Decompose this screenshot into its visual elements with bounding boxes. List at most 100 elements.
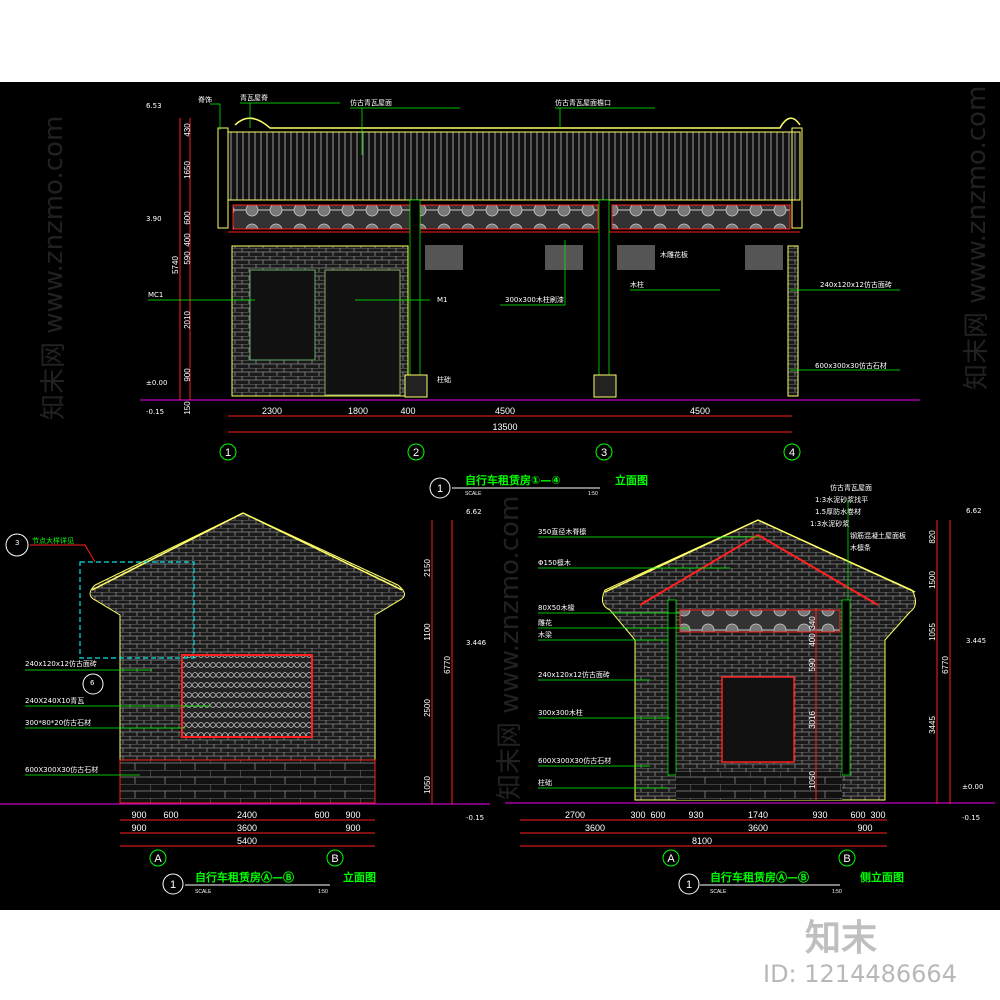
frieze-2 (419, 204, 599, 230)
svg-text:6.62: 6.62 (966, 507, 982, 515)
svg-text:-0.15: -0.15 (146, 408, 164, 416)
svg-text:6: 6 (90, 679, 95, 687)
svg-text:600X300X30仿古石材: 600X300X30仿古石材 (25, 765, 98, 774)
svg-text:1050: 1050 (808, 771, 817, 789)
svg-text:1: 1 (170, 879, 176, 891)
svg-text:2300: 2300 (262, 406, 282, 416)
column-b (841, 599, 851, 776)
svg-text:自行车租赁房①—④: 自行车租赁房①—④ (465, 473, 561, 487)
svg-text:430: 430 (183, 123, 192, 137)
lattice-window (181, 654, 313, 738)
axis-2: 2 (413, 447, 419, 459)
svg-text:6770: 6770 (941, 656, 950, 674)
svg-text:3600: 3600 (748, 823, 768, 833)
svg-text:木柱: 木柱 (630, 280, 644, 289)
svg-text:600X300X30仿古石材: 600X300X30仿古石材 (538, 756, 611, 765)
svg-text:钢筋混凝土屋面板: 钢筋混凝土屋面板 (850, 531, 906, 540)
frieze-3 (611, 204, 791, 230)
svg-text:侧立面图: 侧立面图 (860, 870, 904, 884)
svg-text:240X240X10青瓦: 240X240X10青瓦 (25, 696, 84, 705)
svg-text:400: 400 (183, 233, 192, 247)
svg-text:300x300木柱刷漆: 300x300木柱刷漆 (505, 295, 564, 304)
column-3 (598, 199, 610, 381)
svg-text:5400: 5400 (237, 836, 257, 846)
column-base-3 (593, 374, 617, 398)
svg-text:930: 930 (812, 810, 827, 820)
roof-tiles (227, 131, 801, 201)
watermark-logo: 知末 (805, 918, 877, 959)
svg-text:300*80*20仿古石材: 300*80*20仿古石材 (25, 718, 91, 727)
door-m1 (324, 269, 401, 396)
svg-text:240x120x12仿古面砖: 240x120x12仿古面砖 (820, 280, 892, 289)
svg-text:590: 590 (183, 251, 192, 265)
svg-text:2400: 2400 (237, 810, 257, 820)
roof-ridge (234, 117, 801, 129)
front-title: 1 自行车租赁房①—④ 立面图 SCALE 1:50 (429, 473, 648, 499)
bracket (425, 245, 463, 270)
svg-text:±0.00: ±0.00 (146, 379, 167, 387)
svg-text:900: 900 (345, 810, 360, 820)
svg-text:2700: 2700 (565, 810, 585, 820)
side-elevation-right: 仿古青瓦屋面 1:3水泥砂浆找平 1.5厚防水卷材 1:3水泥砂浆 钢筋混凝土屋… (505, 483, 995, 895)
svg-text:立面图: 立面图 (343, 870, 376, 884)
svg-text:6770: 6770 (443, 656, 452, 674)
svg-text:900: 900 (131, 823, 146, 833)
svg-text:900: 900 (131, 810, 146, 820)
front-horizontal-dims: 2300 1800 400 4500 4500 13500 (262, 406, 710, 432)
svg-text:3.90: 3.90 (146, 215, 162, 223)
bracket (745, 245, 783, 270)
svg-text:柱础: 柱础 (538, 778, 552, 787)
svg-text:400: 400 (808, 633, 817, 647)
column-a (667, 599, 677, 776)
svg-text:脊饰: 脊饰 (198, 95, 212, 104)
svg-text:节点大样详见: 节点大样详见 (32, 536, 74, 545)
svg-text:SCALE: SCALE (465, 491, 482, 497)
axis-3: 3 (601, 447, 607, 459)
svg-text:1:50: 1:50 (318, 889, 328, 895)
window (721, 676, 795, 763)
detail-callout-box (79, 561, 195, 659)
svg-text:1: 1 (437, 483, 443, 495)
svg-text:仿古青瓦屋面: 仿古青瓦屋面 (350, 98, 392, 107)
svg-text:350直径木脊檩: 350直径木脊檩 (538, 527, 586, 536)
svg-text:1055: 1055 (928, 623, 937, 641)
frieze (679, 609, 841, 633)
svg-text:SCALE: SCALE (195, 889, 212, 895)
svg-text:2500: 2500 (423, 699, 432, 717)
svg-text:1500: 1500 (928, 571, 937, 589)
svg-text:340: 340 (808, 616, 817, 630)
svg-text:3016: 3016 (808, 711, 817, 729)
svg-text:±0.00: ±0.00 (962, 783, 983, 791)
svg-text:300x300木柱: 300x300木柱 (538, 708, 583, 717)
axis-b: B (331, 853, 338, 865)
svg-text:3600: 3600 (585, 823, 605, 833)
svg-text:300: 300 (630, 810, 645, 820)
detail-ref-3 (5, 533, 29, 557)
svg-text:1.5厚防水卷材: 1.5厚防水卷材 (815, 507, 861, 516)
svg-text:300: 300 (870, 810, 885, 820)
svg-text:SCALE: SCALE (710, 889, 727, 895)
stone-base (119, 759, 376, 804)
svg-text:900: 900 (345, 823, 360, 833)
svg-text:1100: 1100 (423, 623, 432, 641)
bracket (545, 245, 583, 270)
gable-right (791, 127, 803, 229)
svg-text:1650: 1650 (183, 161, 192, 179)
svg-text:930: 930 (688, 810, 703, 820)
svg-text:80X50木椽: 80X50木椽 (538, 603, 575, 612)
svg-text:柱础: 柱础 (437, 375, 451, 384)
svg-text:600x300x30仿古石材: 600x300x30仿古石材 (815, 361, 887, 370)
svg-text:木梁: 木梁 (538, 630, 552, 639)
svg-text:3.446: 3.446 (466, 639, 487, 647)
svg-text:1:3水泥砂浆找平: 1:3水泥砂浆找平 (815, 495, 868, 504)
svg-text:6.62: 6.62 (466, 508, 482, 516)
column-2 (409, 199, 421, 381)
svg-text:1:50: 1:50 (832, 889, 842, 895)
svg-text:1050: 1050 (423, 776, 432, 794)
svg-text:自行车租赁房Ⓐ—Ⓑ: 自行车租赁房Ⓐ—Ⓑ (710, 870, 809, 884)
front-levels: 6.53 3.90 ±0.00 -0.15 (146, 102, 167, 416)
watermark-brand: 知末 ID: 1214486664 (763, 918, 957, 988)
frieze-1 (232, 204, 412, 230)
svg-text:1: 1 (686, 879, 692, 891)
svg-text:-0.15: -0.15 (962, 814, 980, 822)
